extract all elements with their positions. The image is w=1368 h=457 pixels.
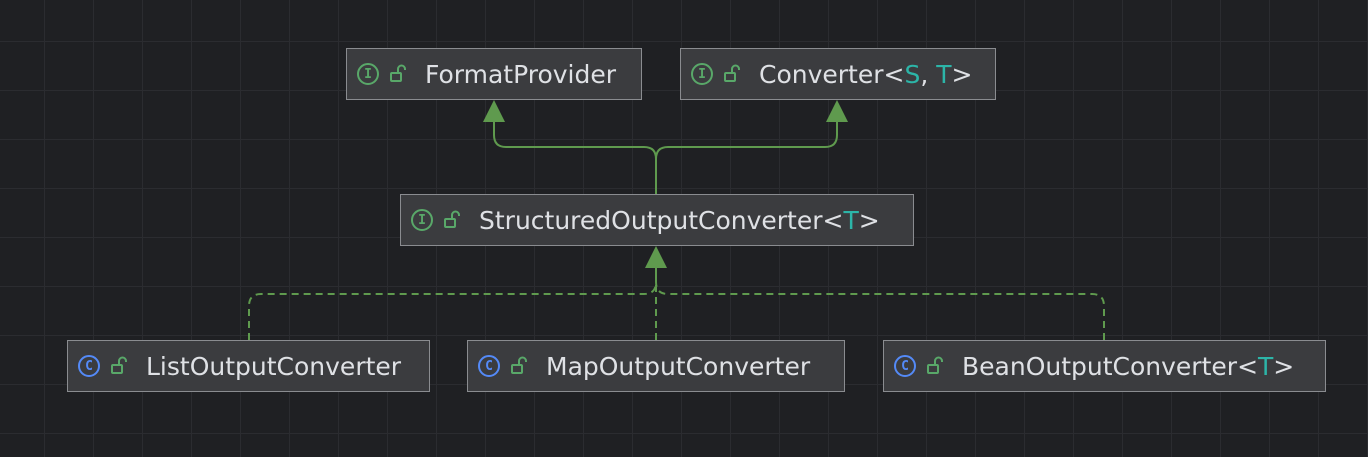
type-parameters: <T> (822, 205, 880, 235)
implements-edge-list-output-converter (248, 268, 657, 340)
generalization-arrowhead (483, 100, 505, 122)
interface-kind-icon: I (411, 209, 433, 231)
unlocked-lock-icon (721, 62, 745, 86)
extends-edge-structured-output-converter-to-format-provider (493, 122, 657, 194)
class-node-converter[interactable]: I Converter<S, T> (680, 48, 996, 100)
class-name: StructuredOutputConverter (479, 205, 823, 235)
type-parameters: <T> (1237, 351, 1295, 381)
unlocked-lock-icon (924, 354, 948, 378)
type-parameter: T (936, 59, 952, 89)
interface-kind-icon: I (357, 63, 379, 85)
class-kind-icon: C (478, 355, 500, 377)
class-name: MapOutputConverter (546, 351, 811, 381)
class-name: BeanOutputConverter (962, 351, 1238, 381)
type-parameters: <S, T> (883, 59, 973, 89)
class-name: Converter (759, 59, 884, 89)
class-node-structured-output-converter[interactable]: I StructuredOutputConverter<T> (400, 194, 914, 246)
unlocked-lock-icon (387, 62, 411, 86)
implements-edge-bean-output-converter (655, 268, 1105, 340)
class-node-bean-output-converter[interactable]: C BeanOutputConverter<T> (883, 340, 1326, 392)
generalization-arrowhead (826, 100, 848, 122)
class-name: FormatProvider (425, 59, 617, 89)
type-parameter: T (843, 205, 859, 235)
unlocked-lock-icon (108, 354, 132, 378)
unlocked-lock-icon (441, 208, 465, 232)
realization-arrowhead (645, 246, 667, 268)
class-node-map-output-converter[interactable]: C MapOutputConverter (467, 340, 845, 392)
class-kind-icon: C (894, 355, 916, 377)
type-parameter: T (1258, 351, 1274, 381)
class-name: ListOutputConverter (146, 351, 402, 381)
extends-edge-structured-output-converter-to-converter (655, 122, 838, 194)
class-node-format-provider[interactable]: I FormatProvider (346, 48, 642, 100)
type-parameter: S (904, 59, 921, 89)
unlocked-lock-icon (508, 354, 532, 378)
interface-kind-icon: I (691, 63, 713, 85)
class-node-list-output-converter[interactable]: C ListOutputConverter (67, 340, 430, 392)
class-kind-icon: C (78, 355, 100, 377)
